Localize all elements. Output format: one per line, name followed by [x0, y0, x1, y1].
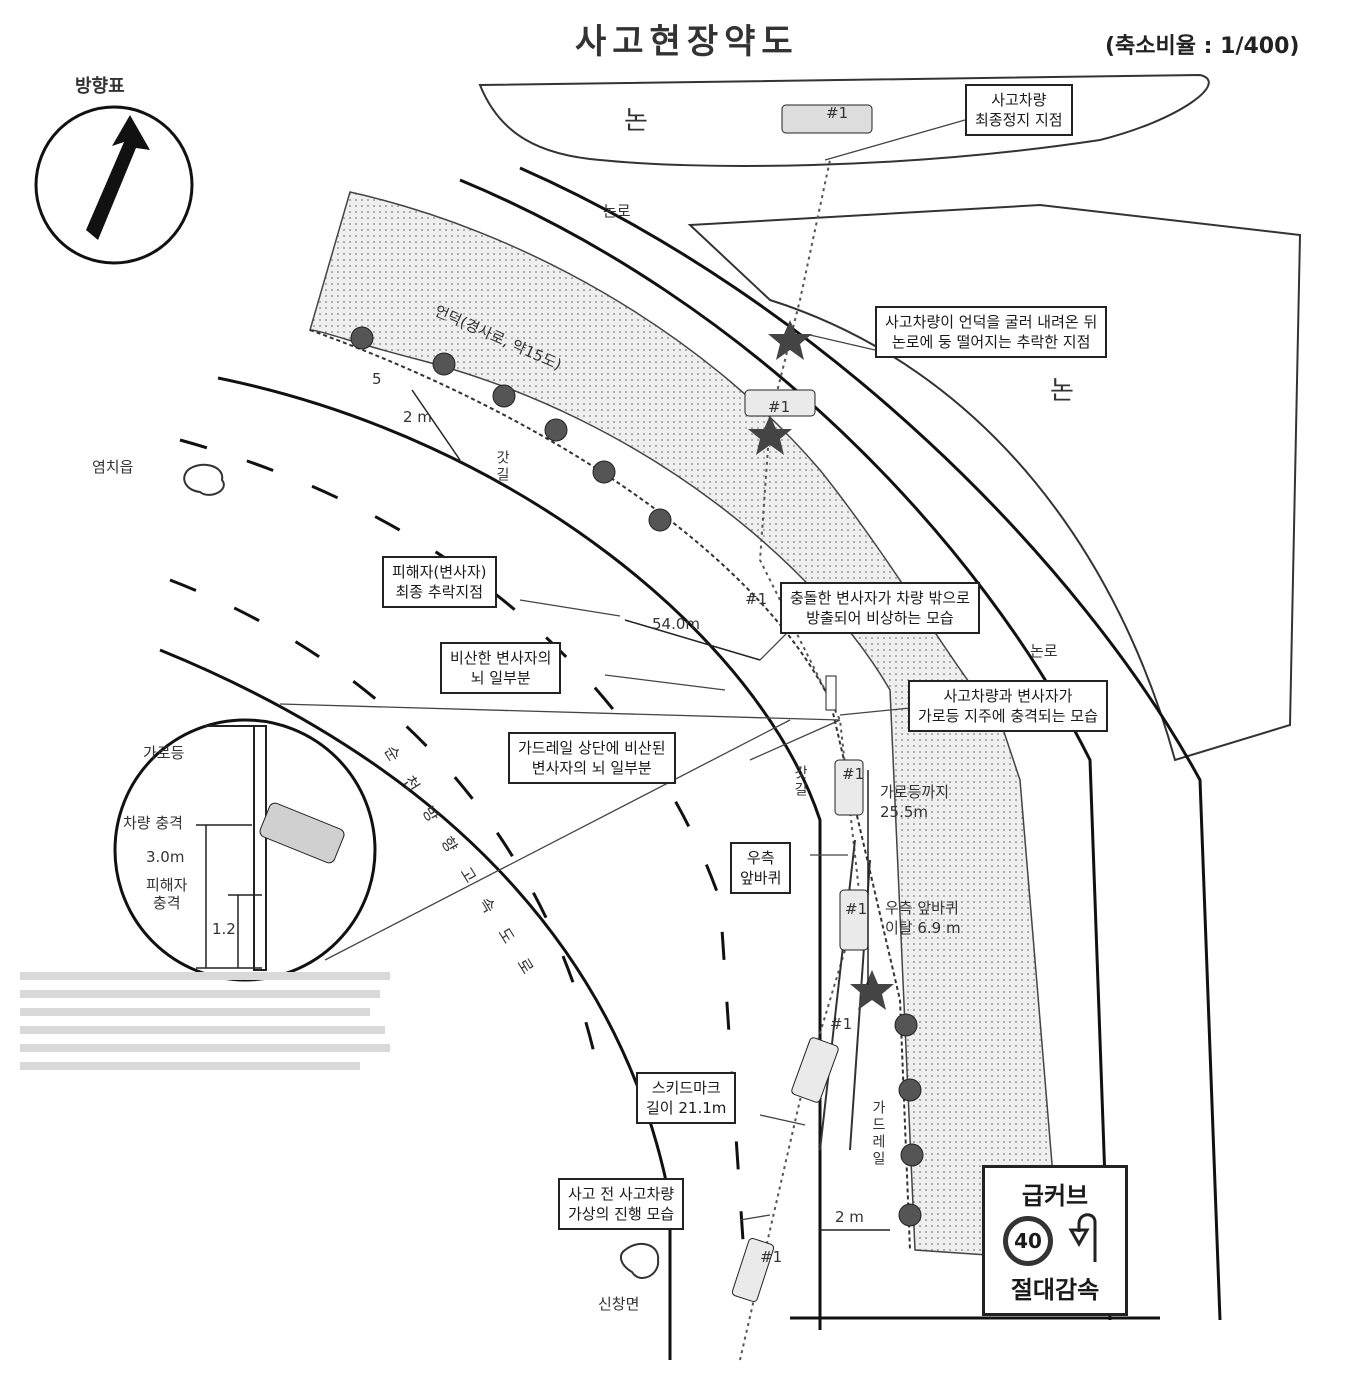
scale-ratio: (축소비율 : 1/400) — [1105, 34, 1300, 59]
callout-line: 사고 전 사고차량 — [568, 1185, 675, 1203]
callout-line: 최종 추락지점 — [395, 583, 484, 601]
paddy-label-top: 논 — [624, 106, 648, 136]
guardrail-posts — [350, 326, 924, 1227]
road-edge-3 — [217, 376, 822, 1330]
village-shape-bottom — [619, 1242, 660, 1279]
vehicle-tag-2: #1 — [768, 398, 791, 416]
callout-streetlight-impact: 사고차량과 변사자가 가로등 지주에 충격되는 모습 — [908, 680, 1108, 732]
callout-line: 충돌한 변사자가 차량 밖으로 — [790, 589, 970, 607]
inset-victim-impact: 피해자 충격 — [146, 876, 187, 912]
callout-victim-thrown: 충돌한 변사자가 차량 밖으로 방출되어 비상하는 모습 — [780, 582, 980, 634]
callout-line: 논로에 둥 떨어지는 추락한 지점 — [891, 333, 1091, 351]
vehicle-tag-6: #1 — [830, 1015, 853, 1033]
callout-line: 사고차량 — [991, 91, 1047, 109]
callout-line: 가드레일 상단에 비산된 — [518, 739, 666, 757]
compass-label: 방향표 — [75, 76, 125, 97]
dimension-lines — [411, 389, 890, 1231]
inset-height-victim: 1.2 — [212, 920, 236, 938]
callout-streetlight-dist: 가로등까지 25.5m — [880, 782, 949, 822]
village-label-left: 염치읍 — [92, 458, 134, 476]
vehicle-tag-5: #1 — [845, 900, 868, 918]
width-label-bottom: 2 m — [835, 1208, 864, 1226]
inset-victim-line: 충격 — [152, 894, 181, 912]
callout-guardrail-matter: 가드레일 상단에 비산된 변사자의 뇌 일부분 — [508, 732, 676, 784]
callout-wheel-mark: 우측 앞바퀴 — [730, 842, 792, 894]
inset-victim-line: 피해자 — [146, 876, 188, 894]
skid-mark-1 — [819, 839, 856, 1151]
sharp-curve-icon — [1068, 1213, 1097, 1262]
callout-line: 최종정지 지점 — [975, 111, 1063, 129]
north-arrow-icon — [86, 115, 150, 240]
callout-line: 이탈 6.9 m — [885, 919, 961, 937]
paddy-field-right — [687, 203, 1302, 762]
callout-line: 가로등 지주에 충격되는 모습 — [918, 707, 1098, 725]
shoulder-label-1: 갓길 — [494, 450, 510, 484]
faded-text-block — [20, 972, 390, 1070]
lane-dashes-2 — [169, 578, 602, 1081]
callout-wheel-gap: 우측 앞바퀴 이탈 6.9 m — [885, 898, 961, 938]
callout-line: 가상의 진행 모습 — [568, 1205, 675, 1223]
inset-dimensions — [196, 824, 262, 969]
callout-fell-to-paddy: 사고차량이 언덕을 굴러 내려온 뒤 논로에 둥 떨어지는 추락한 지점 — [875, 306, 1108, 358]
callout-victim-final: 피해자(변사자) 최종 추락지점 — [382, 556, 497, 608]
guardrail-label: 가드레일 — [870, 1100, 886, 1168]
vehicle-positions — [731, 389, 869, 1303]
slope-mark: 5 — [372, 370, 382, 388]
callout-line: 우측 — [746, 849, 775, 867]
streetlight-marker — [825, 675, 837, 711]
callout-leaders — [279, 119, 966, 1221]
vehicle-tag-4: #1 — [842, 765, 865, 783]
callout-line: 방출되어 비상하는 모습 — [806, 609, 954, 627]
callout-line: 비산한 변사자의 — [450, 649, 552, 667]
inset-pole-label: 가로등 — [143, 744, 185, 762]
callout-line: 가로등까지 — [880, 783, 950, 801]
paddy-label-right: 논 — [1050, 376, 1074, 406]
callout-line: 뇌 일부분 — [470, 669, 531, 687]
callout-skid-length: 스키드마크 길이 21.1m — [636, 1072, 737, 1124]
width-label-top: 2 m — [403, 408, 432, 426]
vehicle-tag-3: #1 — [745, 590, 768, 608]
callout-line: 사고차량과 변사자가 — [943, 687, 1073, 705]
inset-pole — [205, 725, 267, 971]
callout-line: 스키드마크 — [651, 1079, 721, 1097]
warning-sign-bottom: 절대감속 — [1010, 1276, 1100, 1304]
vehicle-tag-7: #1 — [760, 1248, 783, 1266]
callout-line: 변사자의 뇌 일부분 — [531, 759, 652, 777]
vehicle-final-stop — [781, 104, 873, 134]
curve-warning-sign: 급커브 40 절대감속 — [982, 1165, 1128, 1316]
callout-line: 사고차량이 언덕을 굴러 내려온 뒤 — [885, 313, 1098, 331]
shoulder-label-2: 갓길 — [792, 765, 808, 799]
callout-before-accident: 사고 전 사고차량 가상의 진행 모습 — [558, 1178, 685, 1230]
page-title: 사고현장약도 — [575, 22, 799, 62]
road-edge-2 — [519, 166, 1222, 1321]
inset-vehicle — [259, 802, 345, 864]
inset-vehicle-impact: 차량 충격 — [123, 814, 183, 832]
warning-sign-top: 급커브 — [1021, 1182, 1089, 1210]
distance-label-1: 54.0m — [652, 615, 701, 633]
village-label-bottom: 신창면 — [598, 1295, 640, 1313]
callout-line: 25.5m — [880, 803, 929, 821]
callout-line: 우측 앞바퀴 — [885, 899, 959, 917]
impact-star-icons — [748, 320, 894, 1010]
speed-limit-icon: 40 — [1003, 1216, 1053, 1266]
paddy-road-label-2: 논로 — [1030, 642, 1058, 660]
paddy-road-label-1: 논로 — [603, 202, 631, 220]
callout-scattered-matter: 비산한 변사자의 뇌 일부분 — [440, 642, 562, 694]
callout-final-stop: 사고차량 최종정지 지점 — [965, 84, 1073, 136]
callout-line: 길이 21.1m — [646, 1099, 727, 1117]
vehicle-tag-1: #1 — [826, 104, 849, 122]
inset-height-vehicle: 3.0m — [146, 848, 185, 866]
callout-line: 앞바퀴 — [740, 869, 782, 887]
village-shape-left — [183, 463, 225, 496]
callout-line: 피해자(변사자) — [392, 563, 487, 581]
